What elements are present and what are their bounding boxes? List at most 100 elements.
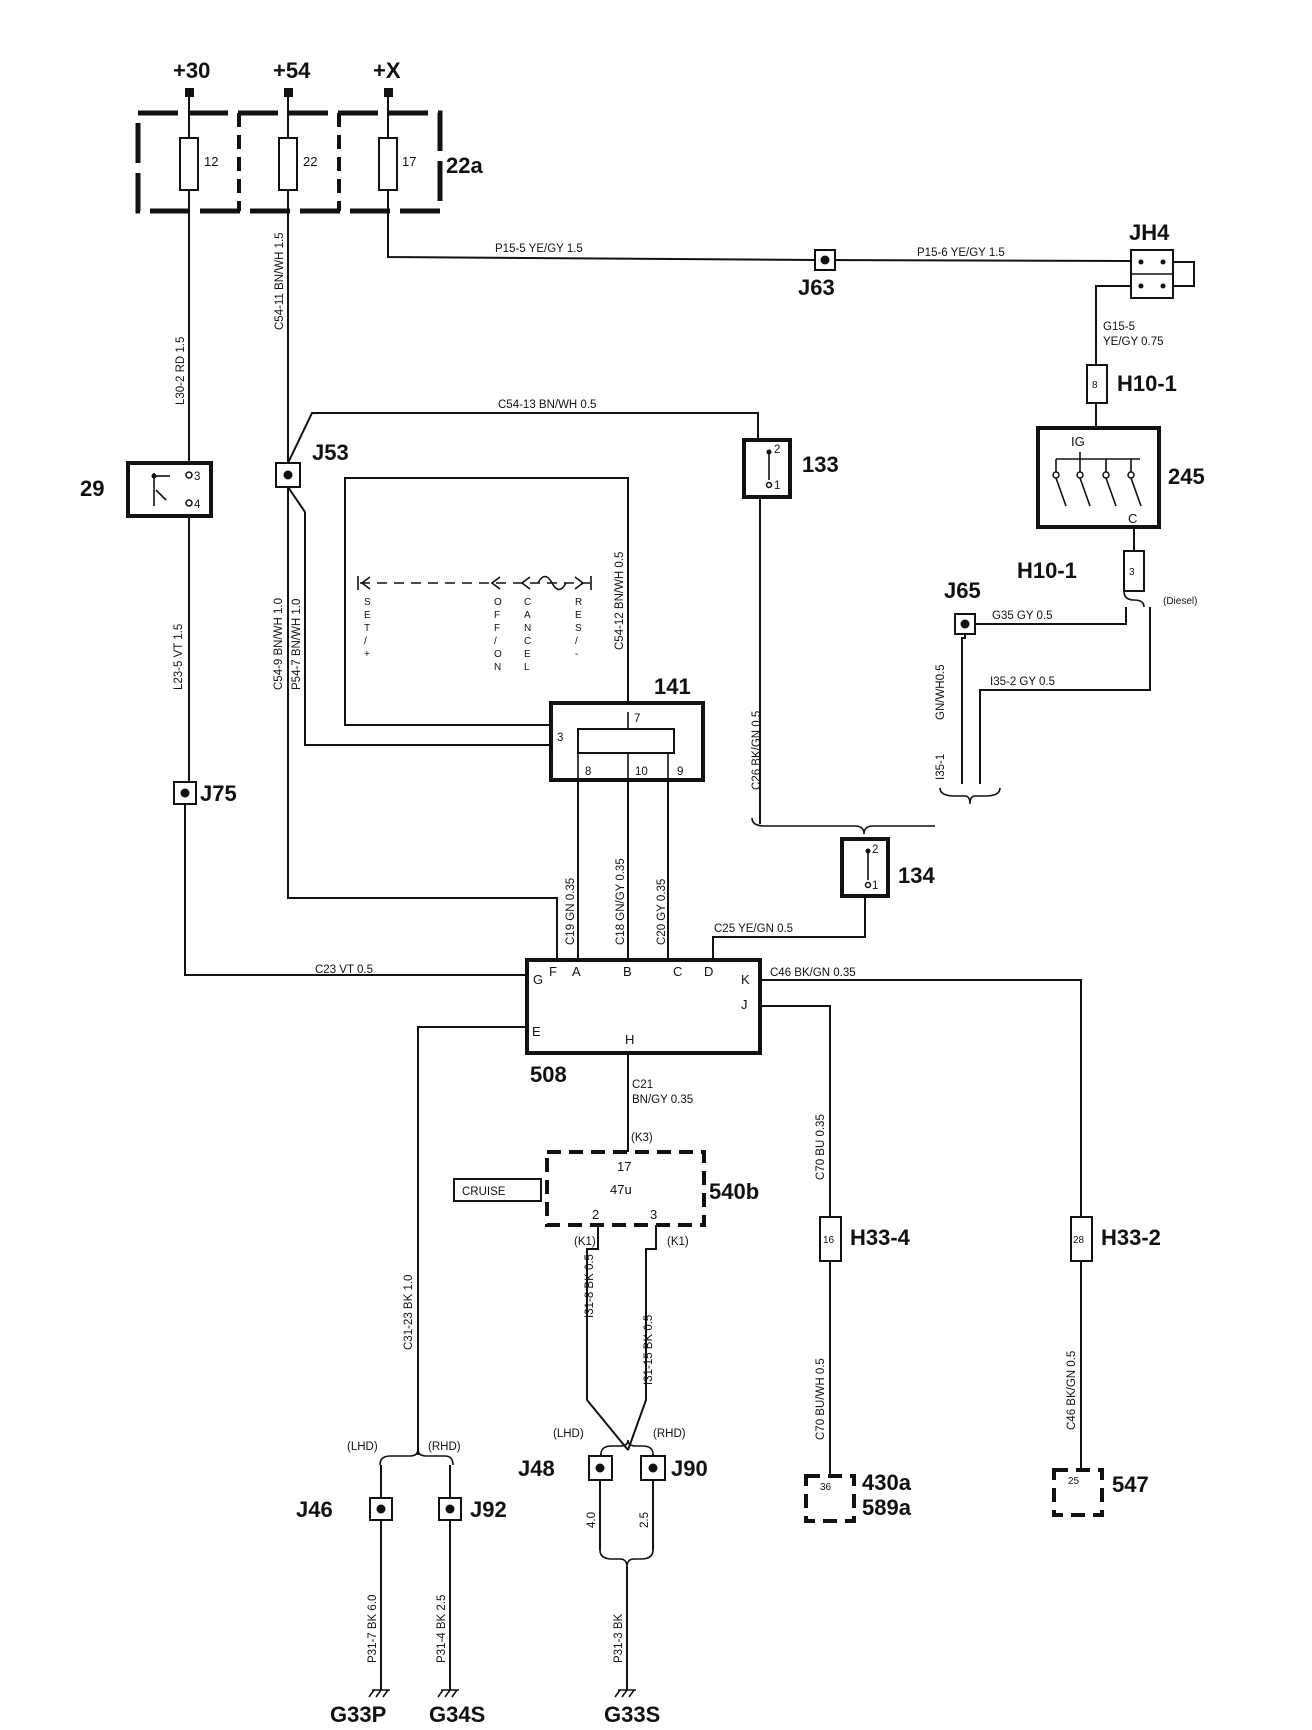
component-29-pin-4: 4 (194, 499, 201, 511)
svg-text:E: E (575, 610, 582, 621)
component-540b-pin-17: 17 (617, 1159, 631, 1174)
note-rhd-left: (RHD) (428, 1441, 461, 1453)
component-508-pin-j: J (741, 997, 748, 1012)
svg-text:F: F (494, 610, 500, 621)
component-134-pin-1: 1 (872, 880, 878, 892)
fuse-17-label: 17 (402, 154, 416, 169)
component-508-pin-b: B (623, 964, 632, 979)
wire-p15-6: P15-6 YE/GY 1.5 (917, 247, 1005, 259)
wire-g15-5: G15-5 (1103, 321, 1135, 333)
wire-c21-spec: BN/GY 0.35 (632, 1094, 693, 1106)
wire-c46-bottom: C46 BK/GN 0.5 (1066, 1351, 1078, 1430)
cruise-tag-label: CRUISE (462, 1186, 506, 1198)
note-k1-left: (K1) (574, 1236, 596, 1248)
svg-text:/: / (364, 636, 367, 647)
component-430a-pin: 36 (820, 1482, 832, 1493)
component-134: 2 1 134 (840, 837, 935, 898)
fusebox-22a: 12 22 17 22a (135, 110, 483, 214)
wire-gnwh: GN/WH0.5 (935, 664, 947, 720)
component-29: 3 4 29 (80, 461, 213, 518)
wire-i35-1: I35-1 (935, 754, 947, 780)
junction-j90-label: J90 (671, 1456, 708, 1481)
connector-h10-1-top-pin: 8 (1092, 380, 1098, 391)
junction-j48-label: J48 (518, 1456, 555, 1481)
wire-2-5: 2.5 (639, 1512, 651, 1528)
junction-j65-label: J65 (944, 578, 981, 603)
note-diesel: (Diesel) (1163, 596, 1197, 607)
svg-text:C: C (524, 636, 531, 647)
wire-c20: C20 GY 0.35 (656, 879, 668, 945)
component-133-pin-2: 2 (774, 444, 780, 456)
component-508-pin-c: C (673, 964, 682, 979)
wire-c70-top: C70 BU 0.35 (815, 1114, 827, 1180)
component-508-label: 508 (530, 1062, 567, 1087)
wire-4-0: 4.0 (586, 1512, 598, 1528)
junction-j53-label: J53 (312, 440, 349, 465)
connector-h10-1-top-label: H10-1 (1117, 371, 1177, 396)
connector-jh4: JH4 (1095, 220, 1195, 365)
junction-j75-label: J75 (200, 781, 237, 806)
component-29-label: 29 (80, 476, 104, 501)
svg-text:E: E (524, 649, 531, 660)
component-245: IG C 245 (1036, 426, 1205, 529)
component-508-pin-a: A (572, 964, 581, 979)
wire-i31-15: I31-15 BK 0.5 (643, 1315, 655, 1385)
fuse-22-label: 22 (303, 154, 317, 169)
svg-text:L: L (524, 662, 530, 673)
wire-c54-13: C54-13 BN/WH 0.5 (498, 399, 596, 411)
wire-c19: C19 GN 0.35 (565, 878, 577, 945)
junction-j46-label: J46 (296, 1497, 333, 1522)
connector-h10-1-bottom-pin: 3 (1129, 567, 1135, 578)
component-547: 25 547 (1052, 1468, 1149, 1517)
control-module-508: 508 G F A B C D K J E H (525, 958, 762, 1087)
fuse-17 (378, 137, 398, 191)
connector-h33-4: 16 H33-4 (819, 1216, 911, 1262)
wire-c31-23: C31-23 BK 1.0 (403, 1275, 415, 1350)
supply-label-54: +54 (273, 58, 311, 83)
ground-center-split: J48 J90 4.0 2.5 P31-3 BK G33S (518, 1439, 708, 1727)
svg-text:F: F (494, 623, 500, 634)
component-141-pin-8: 8 (585, 766, 591, 778)
wire-c54-11: C54-11 BN/WH 1.5 (274, 232, 286, 330)
supply-label-30: +30 (173, 58, 210, 83)
switch-label-res: R (575, 597, 582, 608)
wire-g35: G35 GY 0.5 (992, 610, 1053, 622)
connector-h10-1-bottom: 3 H10-1 (1017, 550, 1145, 592)
component-245-pin-c: C (1128, 511, 1137, 526)
fuse-12 (179, 137, 199, 191)
plus54-circuit: C54-11 BN/WH 1.5 J53 C54-13 BN/WH 0.5 C5… (273, 211, 759, 960)
supply-label-x: +X (373, 58, 401, 83)
wire-i35-2: I35-2 GY 0.5 (990, 676, 1055, 688)
component-430a-label: 430a (862, 1470, 912, 1495)
note-k1-right: (K1) (667, 1236, 689, 1248)
connector-h33-2-pin: 28 (1073, 1235, 1085, 1246)
connector-h33-2-label: H33-2 (1101, 1225, 1161, 1250)
component-540b: 17 47u 2 3 540b (545, 1150, 759, 1227)
component-141-pin-9: 9 (677, 766, 683, 778)
wire-g15-5-spec: YE/GY 0.75 (1103, 336, 1164, 348)
component-508-pin-h: H (625, 1032, 634, 1047)
svg-text:-: - (575, 649, 578, 660)
wire-c54-12: C54-12 BN/WH 0.5 (614, 552, 626, 650)
component-540b-value: 47u (610, 1182, 632, 1197)
component-141-pin-3: 3 (557, 732, 563, 744)
component-141-pin-7: 7 (634, 713, 640, 725)
wire-c21: C21 (632, 1079, 653, 1091)
component-540b-pin-2: 2 (592, 1207, 599, 1222)
switch-label-offon: O (494, 597, 502, 608)
note-lhd-left: (LHD) (347, 1441, 378, 1453)
wire-c23: C23 VT 0.5 (315, 964, 373, 976)
wire-c25: C25 YE/GN 0.5 (714, 923, 793, 935)
switch-label-set: S (364, 597, 371, 608)
cruise-switch-141: C54-12 BN/WH 0.5 S E T / + O F F / O N C… (344, 477, 705, 782)
component-508-pin-k: K (741, 972, 750, 987)
junction-j63-label: J63 (798, 275, 835, 300)
wire-c54-9: C54-9 BN/WH 1.0 (273, 598, 285, 690)
component-133-pin-1: 1 (774, 480, 780, 492)
wire-l23-5: L23-5 VT 1.5 (173, 624, 185, 690)
ground-left-split: (LHD) (RHD) J46 J92 P31-7 BK 6.0 P31-4 B… (296, 1441, 507, 1727)
component-508-pin-e: E (532, 1024, 541, 1039)
component-540b-label: 540b (709, 1179, 759, 1204)
component-133-label: 133 (802, 452, 839, 477)
